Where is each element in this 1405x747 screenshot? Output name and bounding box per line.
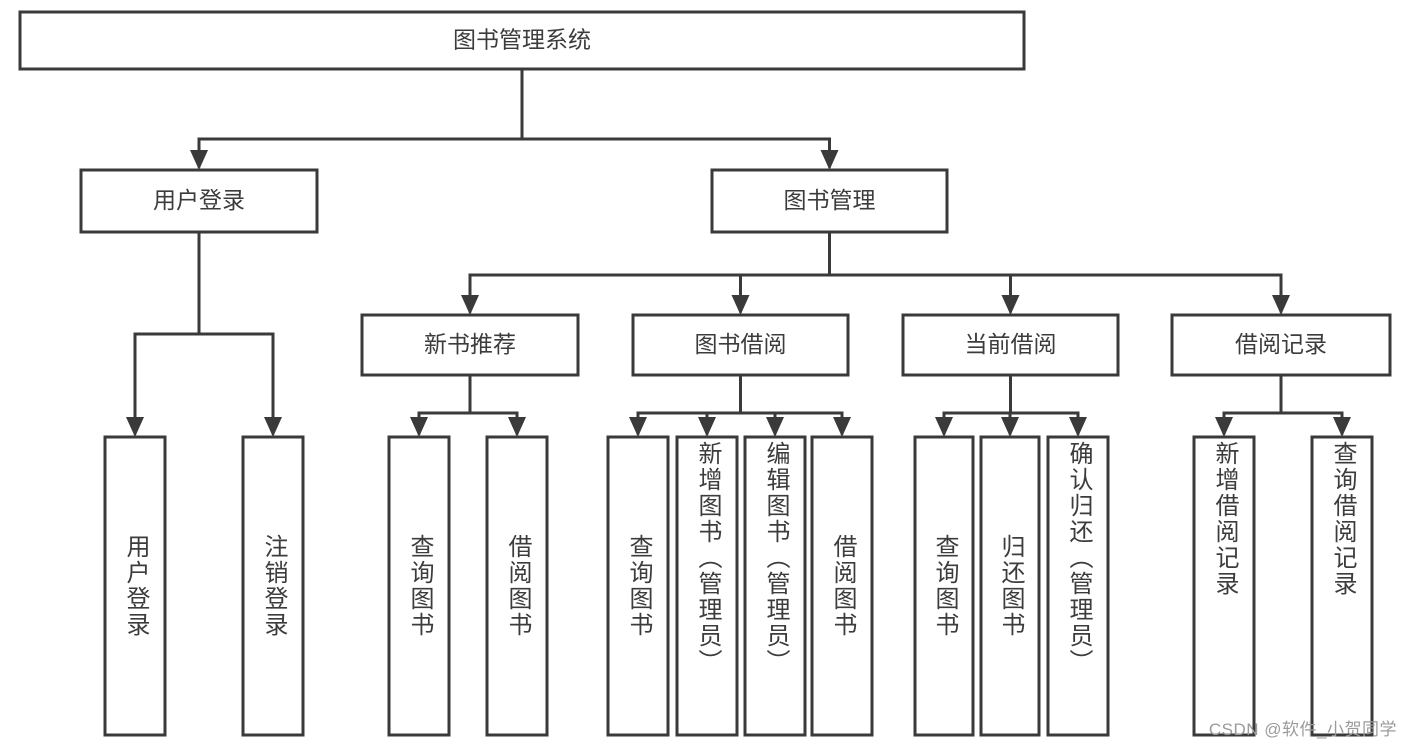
arrow-head-icon <box>1215 417 1233 437</box>
arrow-head-icon <box>126 417 144 437</box>
arrow-head-icon <box>1001 295 1020 315</box>
node-leaf-box[interactable] <box>810 435 874 737</box>
arrow-head-icon <box>508 417 526 437</box>
node-root-box[interactable] <box>18 10 1026 71</box>
leaf-node-label: 编辑图书（管理员） <box>745 441 805 731</box>
arrow-head-icon <box>1272 295 1290 315</box>
leaf-node-text: 查询图书 <box>406 534 433 638</box>
node-level3-label: 图书借阅 <box>695 331 787 357</box>
node-leaf-box[interactable] <box>606 435 670 737</box>
arrow-head-icon <box>820 150 839 170</box>
node-leaf-box[interactable] <box>743 435 807 737</box>
leaf-node-text: 借阅图书 <box>504 534 531 638</box>
leaf-node-label: 新增借阅记录 <box>1194 441 1254 731</box>
node-leaf-box[interactable] <box>241 435 305 737</box>
arrow-head-icon <box>264 417 282 437</box>
leaf-node-text: 用户登录 <box>122 534 149 638</box>
leaf-node-text: 查询图书 <box>931 534 958 638</box>
leaf-node-label: 确认归还（管理员） <box>1048 441 1108 731</box>
arrow-head-icon <box>935 417 953 437</box>
node-leaf-box[interactable] <box>387 435 451 737</box>
arrow-head-icon <box>629 417 647 437</box>
leaf-node-text: 编辑图书（管理员） <box>762 441 789 675</box>
leaf-node-text: 查询借阅记录 <box>1329 441 1356 597</box>
leaf-node-label: 查询图书 <box>389 441 449 731</box>
leaf-node-text: 借阅图书 <box>829 534 856 638</box>
arrow-head-icon <box>461 295 479 315</box>
leaf-node-text: 注销登录 <box>260 534 287 638</box>
leaf-node-text: 归还图书 <box>997 534 1024 638</box>
node-leaf-box[interactable] <box>103 435 167 737</box>
leaf-node-label: 查询图书 <box>608 441 668 731</box>
leaf-node-text: 确认归还（管理员） <box>1065 441 1092 675</box>
watermark-text: CSDN @软件_小贺同学 <box>1208 720 1397 739</box>
node-level3-box[interactable] <box>901 313 1120 377</box>
leaf-node-label: 注销登录 <box>243 441 303 731</box>
arrow-head-icon <box>731 295 750 315</box>
leaf-node-label: 借阅图书 <box>812 441 872 731</box>
leaf-node-label: 借阅图书 <box>487 441 547 731</box>
node-level2-label: 用户登录 <box>153 187 245 213</box>
leaf-node-label: 新增图书（管理员） <box>677 441 737 731</box>
node-leaf-box[interactable] <box>675 435 739 737</box>
node-leaf-box[interactable] <box>1310 435 1374 737</box>
node-level3-box[interactable] <box>360 313 580 377</box>
arrow-head-icon <box>1001 417 1019 437</box>
node-leaf-box[interactable] <box>1046 435 1110 737</box>
leaf-node-text: 新增图书（管理员） <box>694 441 721 675</box>
node-leaf-box[interactable] <box>485 435 549 737</box>
node-root-label: 图书管理系统 <box>453 27 591 53</box>
node-level2-label: 图书管理 <box>784 187 876 213</box>
arrow-head-icon <box>833 417 851 437</box>
node-level3-box[interactable] <box>1170 313 1392 377</box>
arrow-head-icon <box>190 150 208 170</box>
box-layer <box>18 10 1392 737</box>
node-leaf-box[interactable] <box>913 435 975 737</box>
leaf-node-label: 查询借阅记录 <box>1312 441 1372 731</box>
node-level3-label: 当前借阅 <box>965 331 1057 357</box>
node-level3-label: 借阅记录 <box>1235 331 1327 357</box>
node-level3-box[interactable] <box>631 313 850 377</box>
node-level2-box[interactable] <box>710 168 949 234</box>
leaf-node-text: 新增借阅记录 <box>1211 441 1238 597</box>
leaf-node-label: 归还图书 <box>981 441 1039 731</box>
leaf-node-label: 查询图书 <box>915 441 973 731</box>
node-level3-label: 新书推荐 <box>424 331 516 357</box>
arrow-head-icon <box>698 417 716 437</box>
connector-layer <box>126 67 1351 437</box>
arrow-head-icon <box>1333 417 1351 437</box>
arrow-head-icon <box>410 417 428 437</box>
arrow-head-icon <box>766 417 784 437</box>
arrow-head-icon <box>1069 417 1087 437</box>
node-level2-box[interactable] <box>79 168 319 234</box>
node-leaf-box[interactable] <box>979 435 1041 737</box>
leaf-node-text: 查询图书 <box>625 534 652 638</box>
node-leaf-box[interactable] <box>1192 435 1256 737</box>
leaf-node-label: 用户登录 <box>105 441 165 731</box>
